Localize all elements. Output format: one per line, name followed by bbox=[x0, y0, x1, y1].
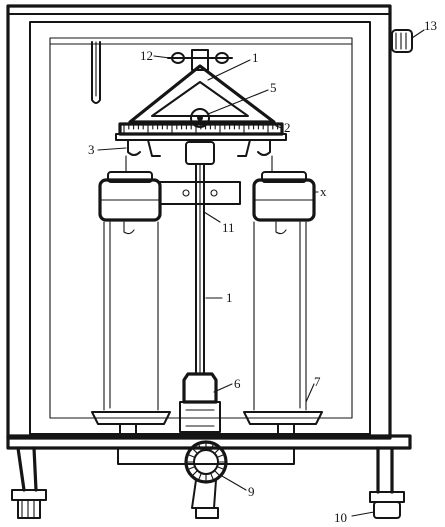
label-scale-plate: 2 bbox=[284, 120, 291, 135]
knob-knurl bbox=[214, 448, 220, 454]
hanging-tube bbox=[91, 41, 101, 104]
column-base bbox=[179, 372, 221, 433]
label-pointer: 1 bbox=[226, 290, 233, 305]
knob-knurl bbox=[192, 448, 198, 454]
knob-knurl bbox=[217, 466, 225, 470]
label-pan: 7 bbox=[314, 374, 321, 389]
knob-knurl bbox=[187, 466, 195, 470]
knob-knurl bbox=[210, 443, 214, 451]
leader-lines bbox=[97, 29, 425, 517]
knob-knurl bbox=[198, 443, 202, 451]
hook-right bbox=[237, 139, 273, 173]
pan-left bbox=[91, 411, 171, 435]
knob-knurl bbox=[198, 473, 202, 481]
side-knob bbox=[391, 29, 413, 53]
label-beam-frame: 1 bbox=[252, 50, 259, 65]
knife-edge bbox=[190, 108, 210, 128]
label-side-knob: 13 bbox=[424, 18, 437, 33]
leg-left bbox=[11, 446, 47, 519]
knob-knurl bbox=[210, 473, 214, 481]
label-knife-edge: 5 bbox=[270, 80, 277, 95]
label-adjust-nut: 12 bbox=[140, 48, 153, 63]
pan-right bbox=[243, 411, 323, 435]
weight-box-left bbox=[98, 171, 162, 235]
knob-knurl bbox=[214, 470, 220, 476]
label-hook: 3 bbox=[88, 142, 95, 157]
leg-right bbox=[369, 446, 405, 519]
hook-left bbox=[125, 139, 161, 173]
scale-plate bbox=[115, 122, 287, 141]
label-release-knob: 9 bbox=[248, 484, 255, 499]
label-column-support: 11 bbox=[222, 220, 235, 235]
label-mark-x: x bbox=[320, 184, 327, 199]
knob-knurl bbox=[217, 454, 225, 458]
central-column bbox=[159, 141, 241, 375]
knob-knurl bbox=[192, 470, 198, 476]
weight-box-right bbox=[252, 171, 316, 235]
adjust-nut bbox=[167, 52, 233, 64]
pan-column-left bbox=[103, 221, 159, 411]
release-knob bbox=[184, 440, 228, 519]
pan-column-right bbox=[253, 221, 307, 411]
knob-knurl bbox=[187, 454, 195, 458]
label-column-base: 6 bbox=[234, 376, 241, 391]
label-leveling-foot: 10 bbox=[334, 510, 347, 525]
